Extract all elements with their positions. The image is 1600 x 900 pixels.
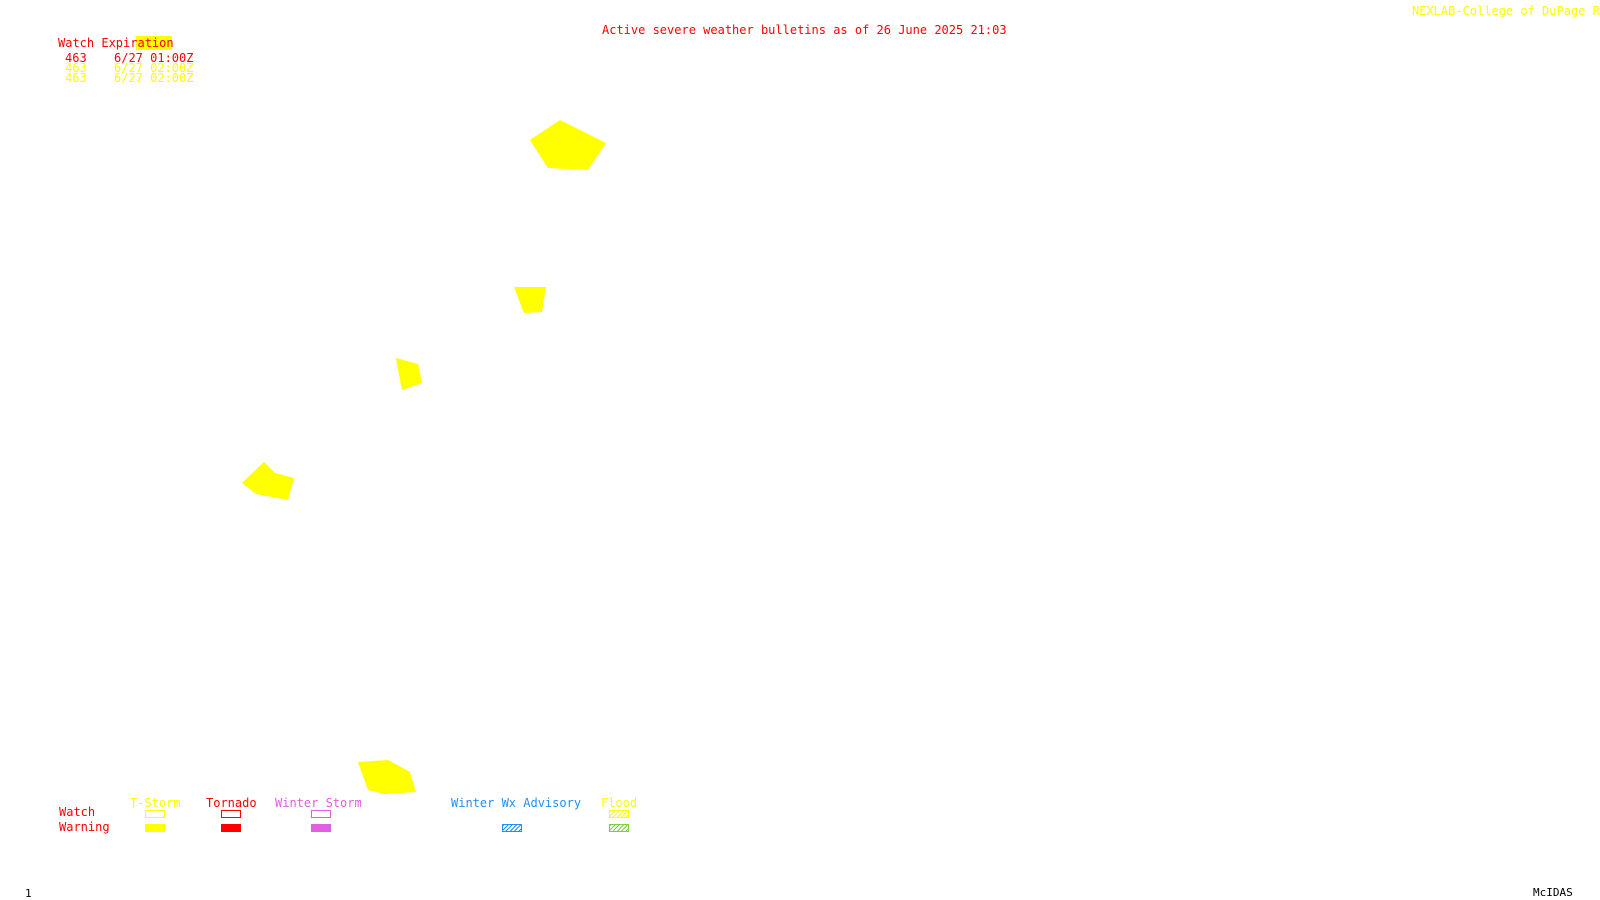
legend-t-storm-watch-swatch <box>145 810 165 818</box>
tstorm-warning-polygon[interactable] <box>358 760 416 794</box>
watch-expiration-time: 6/27 02:00Z <box>114 71 194 85</box>
legend-winter-storm-warning-swatch <box>311 824 331 832</box>
legend-winter-storm-watch-swatch <box>311 810 331 818</box>
legend-t-storm-label: T-Storm <box>130 796 181 810</box>
software-label: McIDAS <box>1533 886 1573 899</box>
watch-expiration-time: 6/27 01:00Z <box>114 51 194 65</box>
legend-tornado-label: Tornado <box>206 796 257 810</box>
legend-winter-storm-label: Winter Storm <box>275 796 362 810</box>
watch-number: 463 <box>65 61 87 75</box>
legend-watch-label: Watch <box>59 805 96 819</box>
legend-tornado-warning-swatch <box>221 824 241 832</box>
legend-flood-warning-swatch <box>609 824 629 832</box>
tstorm-warning-polygon[interactable] <box>242 462 294 500</box>
watch-number: 463 <box>65 71 87 85</box>
legend-winter-wx-advisory-warning-swatch <box>502 824 522 832</box>
bulletin-title: Active severe weather bulletins as of 26… <box>602 23 1007 37</box>
frame-number: 1 <box>25 887 32 900</box>
tstorm-warning-polygon[interactable] <box>514 287 546 313</box>
legend-flood-watch-swatch <box>609 810 629 818</box>
watch-number: 463 <box>65 51 87 65</box>
legend-warning-label: Warning <box>59 820 110 834</box>
watch-expiration-time: 6/27 02:00Z <box>114 61 194 75</box>
watch-table-heading: Watch Expiration <box>58 36 174 50</box>
legend-t-storm-warning-swatch <box>145 824 165 832</box>
tstorm-warning-polygon[interactable] <box>530 120 606 170</box>
tstorm-warning-polygon[interactable] <box>396 358 422 390</box>
legend-tornado-watch-swatch <box>221 810 241 818</box>
legend-winter-wx-advisory-label: Winter Wx Advisory <box>451 796 582 810</box>
credit-label: NEXLAB-College of DuPage R <box>1412 4 1600 18</box>
legend-flood-label: Flood <box>601 796 638 810</box>
heading-highlight <box>136 36 172 50</box>
